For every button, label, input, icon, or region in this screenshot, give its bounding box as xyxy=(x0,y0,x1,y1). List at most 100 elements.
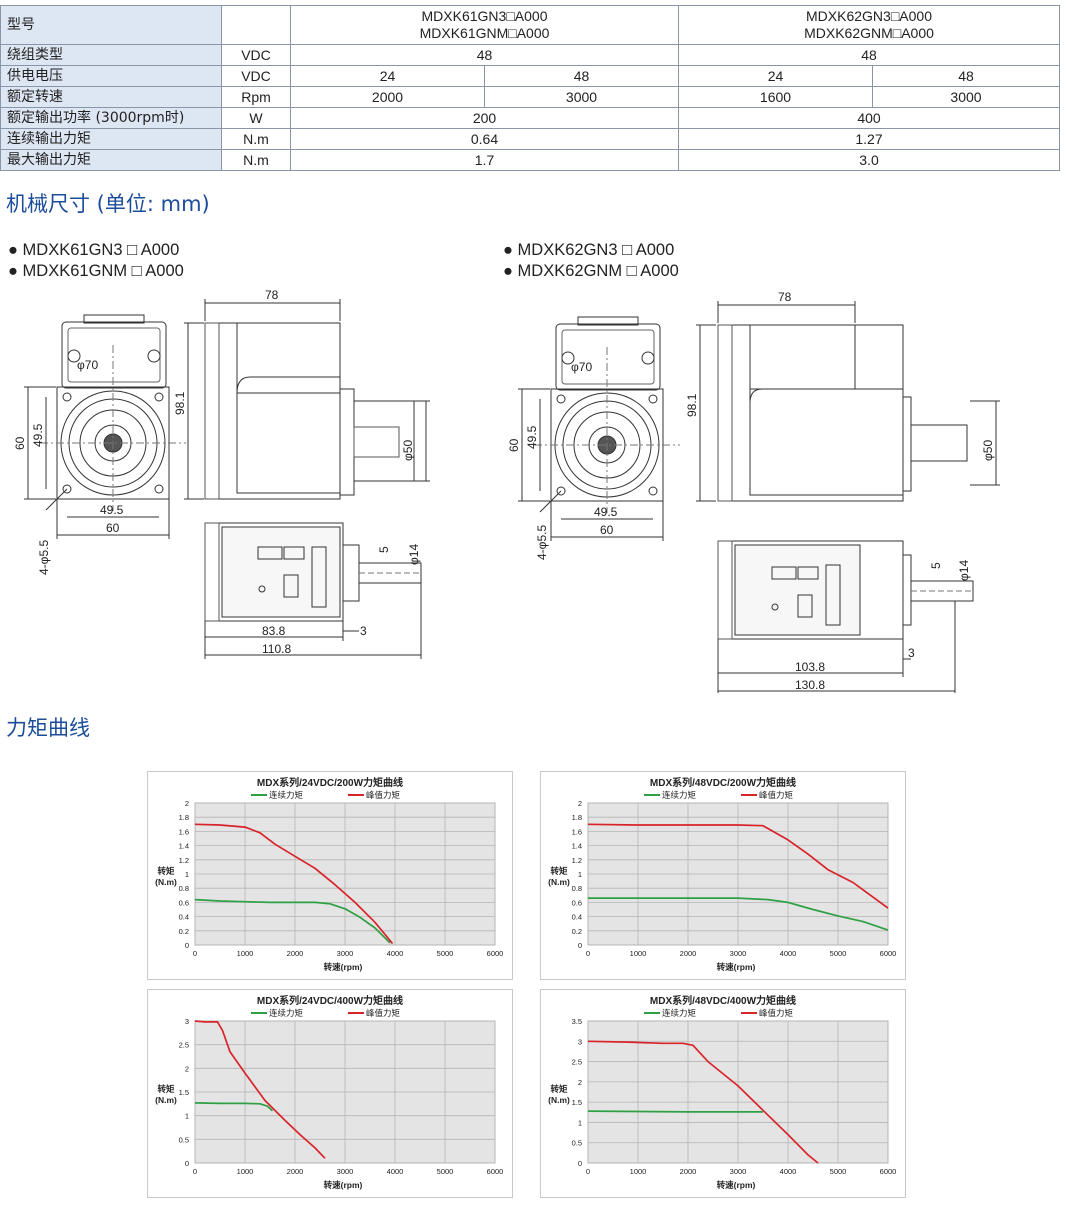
dim-5: 5 xyxy=(377,546,391,553)
dimension-drawing-left: 78 φ70 98.1 60 49.5 49.5 60 4-φ5.5 φ50 5… xyxy=(13,288,430,659)
x-tick-label: 6000 xyxy=(880,949,897,958)
dim-60-vertical: 60 xyxy=(507,438,521,452)
table-row: 额定输出功率 (3000rpm时) W 200 400 xyxy=(0,107,1060,129)
x-tick-label: 2000 xyxy=(680,949,697,958)
y-tick-label: 0.2 xyxy=(179,927,189,936)
y-axis-unit: (N.m) xyxy=(548,877,570,887)
x-tick-label: 0 xyxy=(586,1167,590,1176)
y-axis-label: 转矩 xyxy=(550,866,568,876)
x-tick-label: 1000 xyxy=(237,1167,254,1176)
legend-label: 峰值力矩 xyxy=(759,790,794,800)
y-axis-label: 转矩 xyxy=(157,1084,175,1094)
y-tick-label: 2.5 xyxy=(572,1058,582,1067)
y-tick-label: 0.4 xyxy=(179,913,189,922)
model-list-right: ● MDXK62GN3 □ A000 ● MDXK62GNM □ A000 xyxy=(503,241,679,280)
x-tick-label: 4000 xyxy=(780,1167,797,1176)
chart-title: MDX系列/48VDC/400W力矩曲线 xyxy=(650,994,796,1007)
y-tick-label: 3 xyxy=(185,1017,189,1026)
dim-98-1: 98.1 xyxy=(173,391,187,415)
x-tick-label: 0 xyxy=(193,1167,197,1176)
dim-phi14: φ14 xyxy=(957,560,971,581)
legend-label: 连续力矩 xyxy=(662,1008,697,1018)
x-axis-label: 转速(rpm) xyxy=(324,1180,363,1190)
series-line xyxy=(194,1102,274,1112)
y-tick-label: 1.2 xyxy=(179,856,189,865)
dim-49-5-horizontal: 49.5 xyxy=(100,503,124,517)
y-axis-unit: (N.m) xyxy=(155,877,177,887)
section-title-torque: 力矩曲线 xyxy=(6,716,90,740)
y-tick-label: 1.2 xyxy=(572,856,582,865)
y-tick-label: 1.5 xyxy=(179,1088,189,1097)
y-tick-label: 2 xyxy=(185,1064,189,1073)
y-tick-label: 0 xyxy=(185,1159,189,1168)
table-row: 供电电压 VDC 24 48 24 48 xyxy=(0,65,1060,87)
series-line xyxy=(194,823,394,945)
table-row: 绕组类型 VDC 48 48 xyxy=(0,44,1060,66)
legend-label: 峰值力矩 xyxy=(366,790,401,800)
dim-phi50: φ50 xyxy=(981,440,995,461)
dim-110-8: 110.8 xyxy=(262,642,291,656)
dim-78: 78 xyxy=(265,288,279,302)
x-tick-label: 3000 xyxy=(730,1167,747,1176)
y-tick-label: 1.6 xyxy=(179,827,189,836)
x-tick-label: 4000 xyxy=(387,949,404,958)
y-tick-label: 1 xyxy=(185,870,189,879)
x-tick-label: 6000 xyxy=(880,1167,897,1176)
dim-103-8: 103.8 xyxy=(795,660,825,674)
dim-60-vertical: 60 xyxy=(13,436,27,450)
y-tick-label: 0.6 xyxy=(572,898,582,907)
x-tick-label: 3000 xyxy=(337,1167,354,1176)
table-row: 连续输出力矩 N.m 0.64 1.27 xyxy=(0,128,1060,150)
y-tick-label: 1.5 xyxy=(572,1098,582,1107)
y-tick-label: 0.5 xyxy=(572,1139,582,1148)
dim-130-8: 130.8 xyxy=(795,678,825,692)
x-tick-label: 2000 xyxy=(287,1167,304,1176)
x-tick-label: 0 xyxy=(193,949,197,958)
series-line xyxy=(194,898,391,944)
x-tick-label: 3000 xyxy=(730,949,747,958)
x-tick-label: 1000 xyxy=(237,949,254,958)
dim-phi14: φ14 xyxy=(407,544,421,565)
x-tick-label: 2000 xyxy=(287,949,304,958)
y-tick-label: 1 xyxy=(578,870,582,879)
x-tick-label: 6000 xyxy=(487,949,504,958)
y-tick-label: 0.8 xyxy=(179,884,189,893)
legend-label: 连续力矩 xyxy=(269,790,304,800)
x-tick-label: 5000 xyxy=(437,949,454,958)
table-row: 额定转速 Rpm 2000 3000 1600 3000 xyxy=(0,86,1060,108)
y-axis-label: 转矩 xyxy=(550,1084,568,1094)
x-tick-label: 1000 xyxy=(630,1167,647,1176)
x-tick-label: 0 xyxy=(586,949,590,958)
table-row: 最大输出力矩 N.m 1.7 3.0 xyxy=(0,149,1060,171)
series-line xyxy=(587,1110,763,1113)
y-tick-label: 1.8 xyxy=(179,813,189,822)
x-axis-label: 转速(rpm) xyxy=(717,962,756,972)
y-tick-label: 0.6 xyxy=(179,898,189,907)
x-tick-label: 4000 xyxy=(387,1167,404,1176)
y-tick-label: 3 xyxy=(578,1037,582,1046)
y-tick-label: 0 xyxy=(578,1159,582,1168)
y-tick-label: 0.4 xyxy=(572,913,582,922)
x-tick-label: 4000 xyxy=(780,949,797,958)
legend-label: 连续力矩 xyxy=(269,1008,304,1018)
x-axis-label: 转速(rpm) xyxy=(324,962,363,972)
x-tick-label: 6000 xyxy=(487,1167,504,1176)
legend-label: 连续力矩 xyxy=(662,790,697,800)
dim-phi70: φ70 xyxy=(571,360,592,374)
dim-49-5-vertical: 49.5 xyxy=(525,425,539,449)
y-axis-unit: (N.m) xyxy=(155,1095,177,1105)
y-tick-label: 1 xyxy=(578,1118,582,1127)
dim-60-horizontal: 60 xyxy=(600,523,614,537)
series-line xyxy=(587,823,889,909)
x-axis-label: 转速(rpm) xyxy=(717,1180,756,1190)
y-tick-label: 1.6 xyxy=(572,827,582,836)
y-tick-label: 0 xyxy=(578,941,582,950)
